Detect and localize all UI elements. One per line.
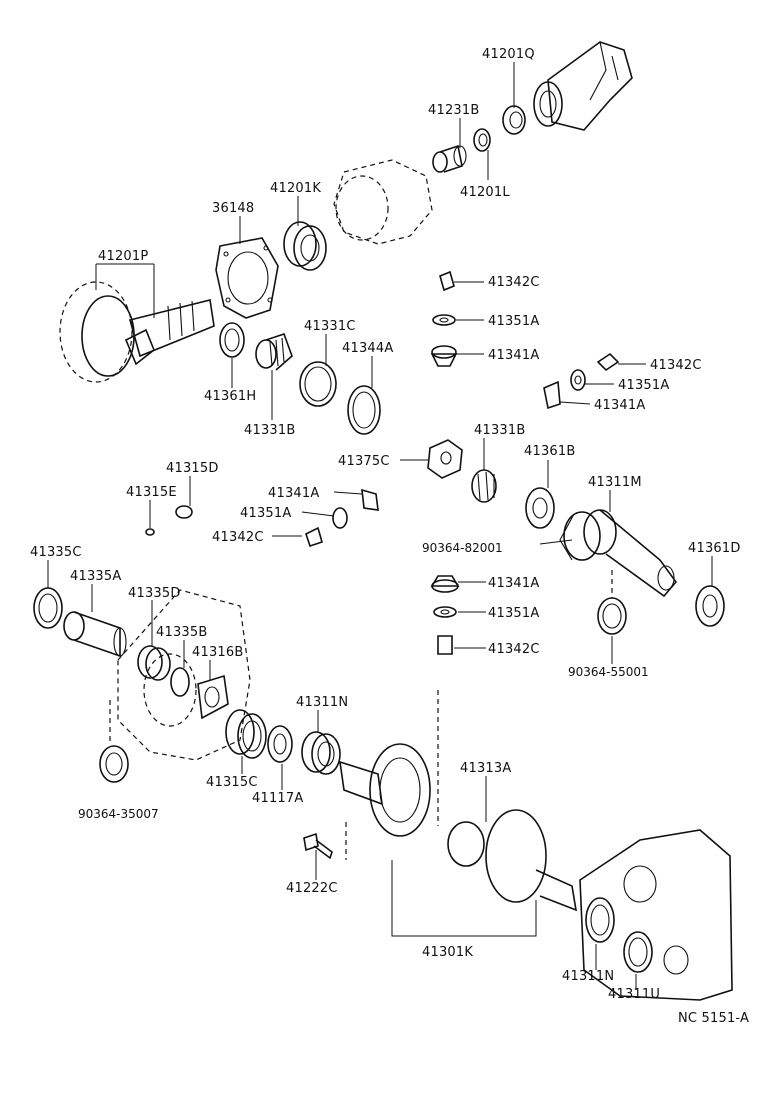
- label-41311u: 41311U: [608, 987, 660, 1002]
- carrier-cover-phantom: [333, 159, 433, 245]
- label-41316b: 41316B: [192, 645, 243, 660]
- part-41342c-pin-c: [305, 526, 323, 548]
- label-41331b-a: 41331B: [244, 423, 295, 438]
- case-cover-phantom: [117, 589, 251, 761]
- part-41201k-bearing: [283, 221, 327, 271]
- label-41313a: 41313A: [460, 761, 511, 776]
- part-41201q-oil-seal: [502, 105, 526, 135]
- part-41351a-washer-a: [432, 314, 456, 326]
- label-41331b-b: 41331B: [474, 423, 525, 438]
- part-41315c-ring: [225, 709, 267, 759]
- label-41311n-b: 41311N: [562, 969, 614, 984]
- part-41301k-differential-case: [339, 743, 578, 912]
- part-41315d-plug: [175, 505, 193, 519]
- part-41335a-sleeve: [63, 611, 127, 658]
- part-labels: 41201Q 41231B 41201L 41201K 36148 41201P…: [30, 47, 749, 1026]
- part-41311m-output-shaft: [559, 509, 678, 598]
- label-41201l: 41201L: [460, 185, 510, 200]
- part-41351a-washer-c: [332, 507, 348, 529]
- part-41311n-bearing-a: [301, 731, 341, 775]
- part-90364-55001-bearing: [597, 597, 627, 635]
- label-41375c: 41375C: [338, 454, 390, 469]
- part-41335d-bearing: [137, 645, 171, 681]
- part-41341a-pinion-a: [430, 345, 458, 367]
- label-41315c: 41315C: [206, 775, 258, 790]
- part-41222c-bolt: [303, 832, 333, 860]
- part-41342c-pin-d: [437, 635, 453, 655]
- label-41342c-a: 41342C: [488, 275, 540, 290]
- diagram-reference-code: NC 5151-A: [678, 1011, 749, 1026]
- part-41341a-pinion-d: [430, 575, 460, 593]
- label-41361h: 41361H: [204, 389, 256, 404]
- part-41201l-seal: [473, 128, 491, 152]
- label-41344a: 41344A: [342, 341, 393, 356]
- label-36148: 36148: [212, 201, 254, 216]
- part-41331b-side-gear-a: [255, 332, 293, 371]
- label-41335b: 41335B: [156, 625, 207, 640]
- label-41331c: 41331C: [304, 319, 356, 334]
- label-41222c: 41222C: [286, 881, 338, 896]
- part-41361d-washer: [695, 585, 725, 627]
- part-41201p-ring-pinion-gear: [59, 281, 215, 383]
- label-41311m: 41311M: [588, 475, 642, 490]
- part-41315e-pin: [145, 528, 155, 536]
- label-41341a-b: 41341A: [594, 398, 645, 413]
- label-90364-35007: 90364-35007: [78, 807, 159, 821]
- part-41311u-seal: [623, 931, 653, 973]
- part-41361b-washer: [525, 487, 555, 529]
- part-41341a-pinion-b: [543, 380, 561, 410]
- part-41342c-pin-b: [596, 352, 620, 372]
- part-41117a-washer: [267, 725, 293, 763]
- label-41342c-d: 41342C: [488, 642, 540, 657]
- part-41361h-washer: [219, 322, 245, 358]
- part-41331c-snap-ring: [299, 361, 337, 407]
- leader-lines: [47, 62, 713, 990]
- part-41341a-pinion-c: [361, 488, 379, 511]
- label-41351a-d: 41351A: [488, 606, 539, 621]
- part-41375c-block: [427, 439, 463, 479]
- part-41344a-ring: [347, 385, 381, 435]
- part-41351a-washer-d: [433, 606, 457, 618]
- label-41201k: 41201K: [270, 181, 321, 196]
- part-41201q-extension-housing: [533, 41, 633, 131]
- label-41201q: 41201Q: [482, 47, 535, 62]
- label-41341a-d: 41341A: [488, 576, 539, 591]
- part-41351a-washer-b: [570, 369, 586, 391]
- label-41315d: 41315D: [166, 461, 219, 476]
- label-41231b: 41231B: [428, 103, 479, 118]
- label-41201p: 41201P: [98, 249, 148, 264]
- label-90364-55001: 90364-55001: [568, 665, 649, 679]
- label-41311n-a: 41311N: [296, 695, 348, 710]
- label-41335d: 41335D: [128, 586, 181, 601]
- part-41331b-side-gear-b: [471, 469, 497, 503]
- label-90364-82001: 90364-82001: [422, 541, 503, 555]
- label-41315e: 41315E: [126, 485, 177, 500]
- part-36148-gasket: [215, 237, 279, 319]
- label-41342c-b: 41342C: [650, 358, 702, 373]
- label-41117a: 41117A: [252, 791, 303, 806]
- part-41342c-pin-a: [439, 270, 455, 292]
- part-41335c-seal: [33, 587, 63, 629]
- part-41335b-snap-ring: [170, 667, 190, 697]
- label-41342c-c: 41342C: [212, 530, 264, 545]
- part-41313a-o-ring: [447, 821, 485, 867]
- transfer-case-housing: [579, 829, 733, 1001]
- part-90364-35007-bearing: [99, 745, 129, 783]
- label-41341a-a: 41341A: [488, 348, 539, 363]
- part-41316b-lock: [197, 674, 229, 720]
- label-41335c: 41335C: [30, 545, 82, 560]
- label-41335a: 41335A: [70, 569, 121, 584]
- label-41301k: 41301K: [422, 945, 473, 960]
- label-41351a-b: 41351A: [618, 378, 669, 393]
- part-41311n-bearing-b: [585, 897, 615, 943]
- label-41351a-c: 41351A: [240, 506, 291, 521]
- label-41361d: 41361D: [688, 541, 741, 556]
- label-41351a-a: 41351A: [488, 314, 539, 329]
- alignment-lines: [109, 570, 613, 860]
- label-41361b: 41361B: [524, 444, 575, 459]
- part-41231b-bushing: [432, 144, 467, 173]
- label-41341a-c: 41341A: [268, 486, 319, 501]
